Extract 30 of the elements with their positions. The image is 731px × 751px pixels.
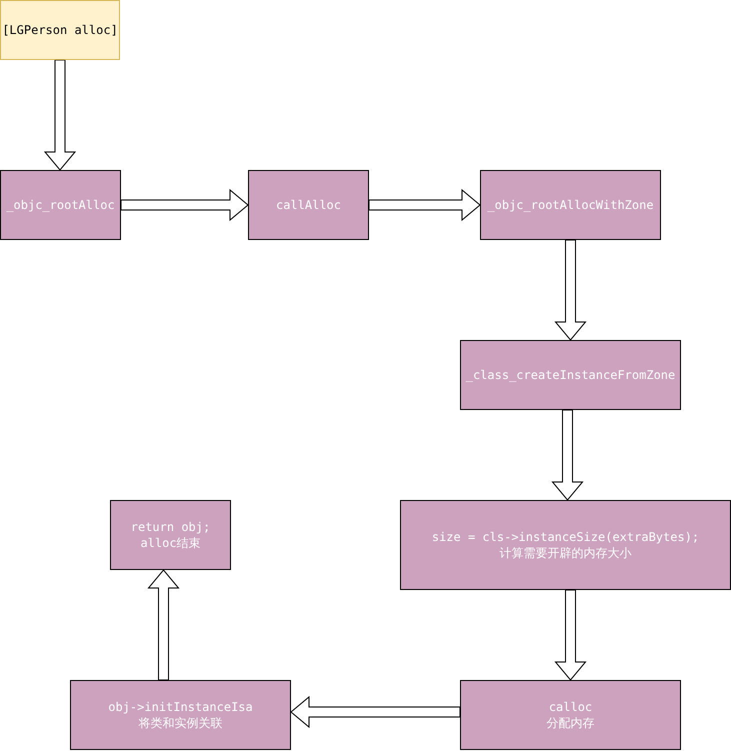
arrow xyxy=(551,410,584,501)
process-box xyxy=(0,170,121,240)
arrow xyxy=(44,60,76,171)
code-text: obj->initInstanceIsa xyxy=(108,699,253,715)
arrow xyxy=(368,188,481,222)
code-text: _objc_rootAlloc xyxy=(6,197,115,213)
process-box xyxy=(460,340,681,410)
note-text: 计算需要开辟的内存大小 xyxy=(500,545,632,561)
code-text: callAlloc xyxy=(276,197,342,213)
arrow xyxy=(290,696,460,728)
arrow xyxy=(120,188,249,222)
arrow xyxy=(147,569,180,680)
process-box xyxy=(400,500,731,590)
code-text: [LGPerson alloc] xyxy=(2,22,118,38)
code-text: size = cls->instanceSize(extraBytes); xyxy=(432,529,700,545)
process-box xyxy=(70,680,291,750)
note-text: alloc结束 xyxy=(140,535,201,551)
process-box xyxy=(480,170,661,240)
code-text: calloc xyxy=(548,699,592,715)
arrow xyxy=(554,240,587,341)
start-box xyxy=(0,0,120,60)
note-text: 将类和实例关联 xyxy=(138,715,222,731)
note-text: 分配内存 xyxy=(546,715,594,731)
process-box xyxy=(110,500,231,570)
arrow xyxy=(554,590,587,681)
process-box xyxy=(248,170,369,240)
code-text: return obj; xyxy=(130,519,210,535)
code-text: _objc_rootAllocWithZone xyxy=(487,197,654,213)
code-text: _class_createInstanceFromZone xyxy=(466,367,676,383)
process-box xyxy=(460,680,681,750)
